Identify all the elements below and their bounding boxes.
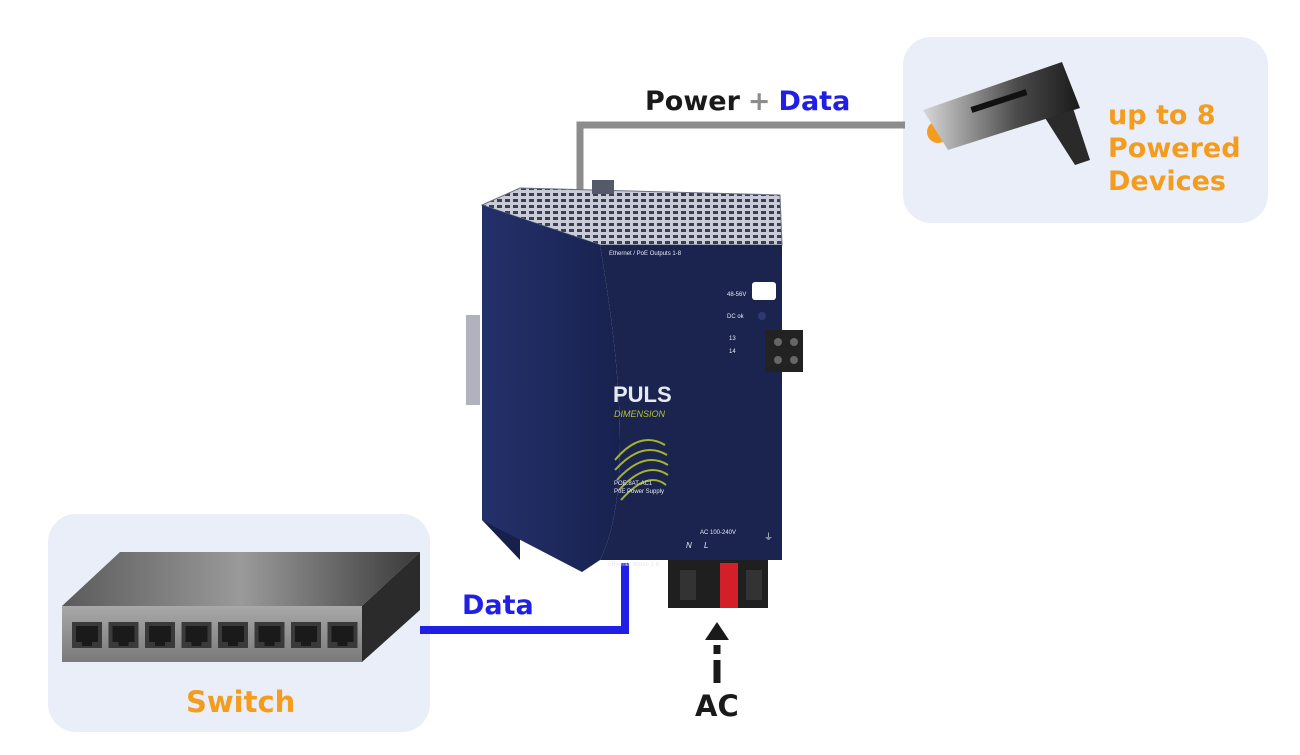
psu-model: POE.8AT-AC1: [614, 481, 653, 487]
devices-line-3: Devices: [1108, 166, 1226, 197]
devices-panel: [903, 37, 1268, 223]
ethernet-port-icon: [218, 622, 248, 648]
power-data-label: Power+ Data: [645, 86, 850, 117]
psu-series: DIMENSION: [614, 409, 666, 419]
dimension-logo-icon: [614, 439, 669, 501]
psu-brand: PULS: [613, 382, 672, 407]
psu-device: Ethernet / PoE Outputs 1-8 Ethernet Inpu…: [466, 180, 803, 608]
psu-description: PoE Power Supply: [614, 489, 664, 495]
dc-ok-label: DC ok: [727, 314, 745, 320]
relay-terminal: [765, 330, 803, 372]
voltage-adjust-label: 48-56V: [727, 292, 746, 298]
bottom-data-label: Data: [462, 590, 534, 621]
outputs-label: Ethernet / PoE Outputs 1-8: [609, 251, 682, 257]
ethernet-port-icon: [108, 622, 139, 648]
plus-label: +: [748, 86, 771, 117]
data-cable: [420, 563, 629, 634]
ethernet-port-icon: [291, 622, 321, 648]
devices-line-2: Powered: [1108, 133, 1241, 164]
ethernet-port-icon: [254, 622, 285, 648]
ethernet-port-icon: [181, 622, 212, 648]
ethernet-port-icon: [327, 622, 358, 648]
ground-icon: ⏚: [764, 532, 773, 542]
devices-line-1: up to 8: [1108, 100, 1216, 131]
relay-14-label: 14: [729, 349, 736, 355]
ac-rating: AC 100-240V: [700, 530, 736, 536]
terminal-l: L: [704, 541, 708, 550]
inputs-label: Ethernet Inputs 1-8: [608, 562, 660, 568]
relay-13-label: 13: [729, 336, 736, 342]
dc-ok-led: [758, 312, 766, 320]
terminal-n: N: [686, 541, 692, 550]
ac-arrow-icon: [705, 622, 729, 683]
ac-label: AC: [695, 689, 739, 723]
switch-label: Switch: [186, 685, 295, 719]
power-label: Power: [645, 86, 741, 117]
switch-icon: [62, 552, 420, 662]
ethernet-port-icon: [145, 622, 175, 648]
voltage-adjust-button: [752, 282, 776, 300]
ethernet-port-icon: [72, 622, 102, 648]
camera-icon: [923, 62, 1090, 165]
top-data-label: Data: [779, 86, 851, 117]
